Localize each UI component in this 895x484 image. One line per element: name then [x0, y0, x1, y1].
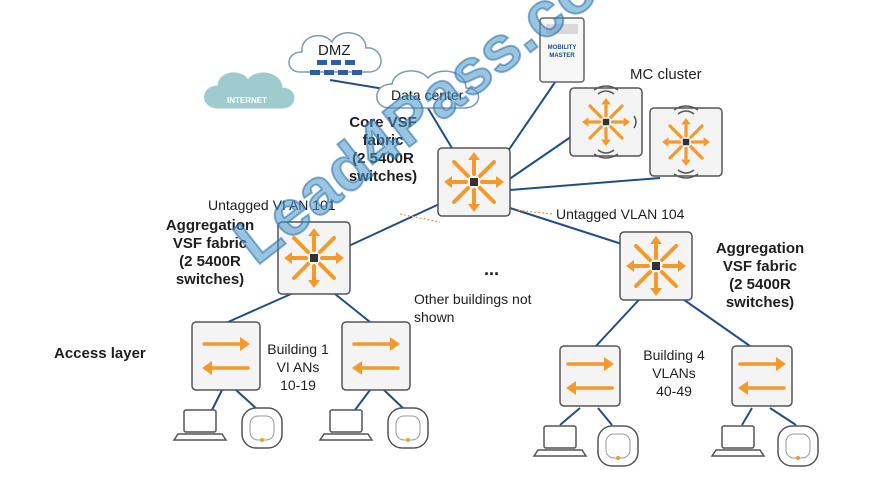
internet-label: INTERNET	[227, 96, 267, 105]
other-buildings-label: Other buildings not shown	[414, 291, 532, 325]
dmz-cloud-icon	[288, 32, 382, 75]
aggregation-switch-left-icon	[277, 221, 351, 295]
building4-label: Building 4 VLANs 40-49	[643, 347, 705, 399]
internet-cloud-icon	[204, 72, 295, 109]
access-switch-icon	[731, 345, 793, 407]
access-switch-icon	[341, 321, 411, 391]
access-switch-icon	[191, 321, 261, 391]
mc-cluster-label: MC cluster	[630, 66, 702, 83]
mobility-master-label-1: MOBILITY	[548, 45, 577, 51]
access-switch-icon	[559, 345, 621, 407]
laptop-icon	[533, 425, 587, 457]
mc-controller-icon	[569, 85, 643, 159]
untagged-vlan-104-label: Untagged VLAN 104	[556, 206, 685, 222]
core-vsf-label: Core VSF fabric (2 5400R switches)	[348, 114, 418, 185]
access-layer-label: Access layer	[54, 345, 146, 362]
building1-label: Building 1 VI ANs 10-19	[267, 341, 329, 393]
access-point-icon	[387, 407, 429, 449]
data-center-label: Data center	[391, 87, 464, 103]
dmz-label: DMZ	[318, 42, 351, 59]
mobility-master-label-2: MASTER	[549, 53, 575, 59]
data-center-cloud-icon	[376, 70, 480, 109]
mc-controller-icon	[649, 105, 723, 179]
ellipsis-label: ...	[484, 259, 500, 279]
aggregation-switch-right-icon	[619, 231, 693, 301]
laptop-icon	[173, 409, 227, 441]
aggregation-left-label: Aggregation VSF fabric (2 5400R switches…	[165, 217, 255, 288]
mobility-master-server-icon: MOBILITY MASTER	[539, 17, 585, 83]
aggregation-right-label: Aggregation VSF fabric (2 5400R switches…	[715, 240, 805, 311]
untagged-vlan-101-label: Untagged VI AN 101	[208, 197, 336, 213]
access-point-icon	[597, 425, 639, 467]
access-point-icon	[241, 407, 283, 449]
access-point-icon	[777, 425, 819, 467]
core-switch-icon	[437, 147, 511, 217]
laptop-icon	[319, 409, 373, 441]
laptop-icon	[711, 425, 765, 457]
